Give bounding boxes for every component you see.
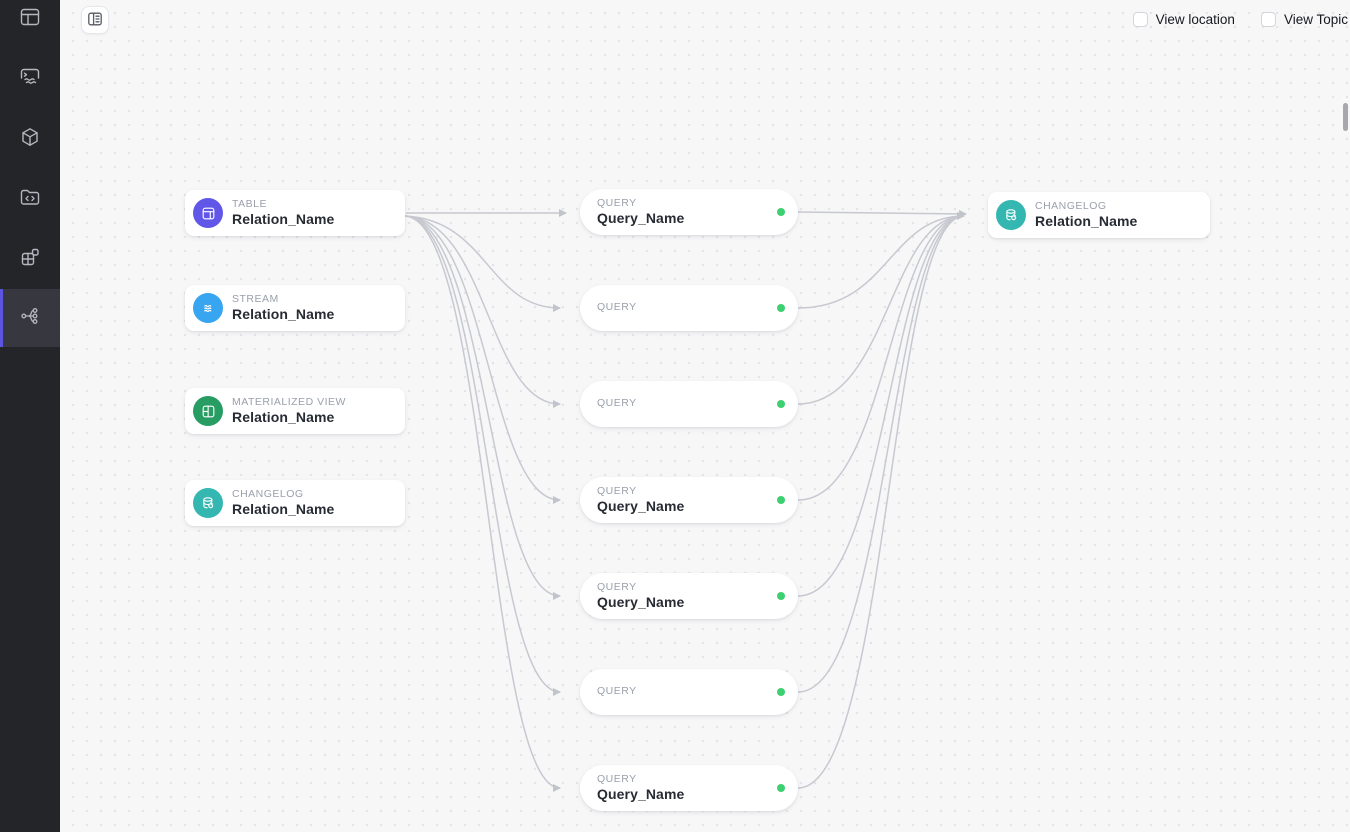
- layout-panels-icon: [18, 5, 42, 34]
- node-type-label: QUERY: [597, 196, 637, 209]
- node-type-label: CHANGELOG: [1035, 199, 1107, 212]
- lineage-graph-icon: [18, 304, 42, 333]
- vertical-scrollbar-thumb[interactable]: [1343, 103, 1348, 131]
- app-sidebar: [0, 0, 60, 832]
- changelog-output-node[interactable]: CHANGELOG Relation_Name: [988, 192, 1210, 238]
- sidebar-item-models[interactable]: [0, 115, 60, 163]
- status-dot: [777, 304, 785, 312]
- table-icon: [193, 198, 223, 228]
- sidebar-active-indicator: [0, 289, 3, 347]
- query-node[interactable]: QUERY: [580, 285, 798, 331]
- reading-panel-icon: [87, 11, 103, 30]
- node-name-label: Relation_Name: [232, 305, 335, 322]
- node-name-label: Relation_Name: [232, 210, 335, 227]
- node-type-label: CHANGELOG: [232, 487, 304, 500]
- query-node[interactable]: QUERY Query_Name: [580, 765, 798, 811]
- node-type-label: STREAM: [232, 292, 279, 305]
- query-node[interactable]: QUERY: [580, 381, 798, 427]
- toggle-panel-button[interactable]: [81, 6, 109, 34]
- node-name-label: Relation_Name: [232, 408, 335, 425]
- node-name-label: Query_Name: [597, 209, 685, 226]
- stream-icon: [193, 293, 223, 323]
- query-node[interactable]: QUERY Query_Name: [580, 189, 798, 235]
- view-topic-checkbox[interactable]: View Topic: [1260, 12, 1348, 27]
- node-type-label: TABLE: [232, 197, 267, 210]
- node-name-label: Relation_Name: [1035, 212, 1138, 229]
- status-dot: [777, 496, 785, 504]
- view-options: View location View Topic: [1132, 12, 1348, 27]
- node-type-label: QUERY: [597, 397, 637, 410]
- sidebar-item-dashboard[interactable]: [0, 0, 60, 43]
- sidebar-active-highlight: [0, 289, 60, 347]
- node-type-label: QUERY: [597, 772, 637, 785]
- status-dot: [777, 688, 785, 696]
- node-name-label: Query_Name: [597, 497, 685, 514]
- cube-icon: [18, 125, 42, 154]
- stream-node[interactable]: STREAM Relation_Name: [185, 285, 405, 331]
- status-dot: [777, 784, 785, 792]
- query-node[interactable]: QUERY: [580, 669, 798, 715]
- materialized-view-icon: [193, 396, 223, 426]
- code-folder-icon: [18, 185, 42, 214]
- changelog-node[interactable]: CHANGELOG Relation_Name: [185, 480, 405, 526]
- table-node[interactable]: TABLE Relation_Name: [185, 190, 405, 236]
- node-type-label: QUERY: [597, 580, 637, 593]
- node-type-label: QUERY: [597, 685, 637, 698]
- node-name-label: Query_Name: [597, 593, 685, 610]
- blocks-icon: [18, 245, 42, 274]
- sidebar-item-code[interactable]: [0, 175, 60, 223]
- node-type-label: MATERIALIZED VIEW: [232, 395, 346, 408]
- checkbox-label: View location: [1155, 12, 1235, 27]
- checkbox-label: View Topic: [1283, 12, 1348, 27]
- status-dot: [777, 400, 785, 408]
- query-node[interactable]: QUERY Query_Name: [580, 573, 798, 619]
- node-type-label: QUERY: [597, 301, 637, 314]
- changelog-icon: [193, 488, 223, 518]
- node-name-label: Relation_Name: [232, 500, 335, 517]
- changelog-icon: [996, 200, 1026, 230]
- query-node[interactable]: QUERY Query_Name: [580, 477, 798, 523]
- status-dot: [777, 208, 785, 216]
- node-type-label: QUERY: [597, 484, 637, 497]
- materialized-view-node[interactable]: MATERIALIZED VIEW Relation_Name: [185, 388, 405, 434]
- checkbox-box[interactable]: [1132, 12, 1148, 27]
- sidebar-item-integrations[interactable]: [0, 235, 60, 283]
- sidebar-item-lineage[interactable]: [0, 294, 60, 342]
- view-location-checkbox[interactable]: View location: [1132, 12, 1235, 27]
- status-dot: [777, 592, 785, 600]
- node-name-label: Query_Name: [597, 785, 685, 802]
- sidebar-item-editor[interactable]: [0, 55, 60, 103]
- sql-editor-icon: [18, 65, 42, 94]
- checkbox-box[interactable]: [1260, 12, 1276, 27]
